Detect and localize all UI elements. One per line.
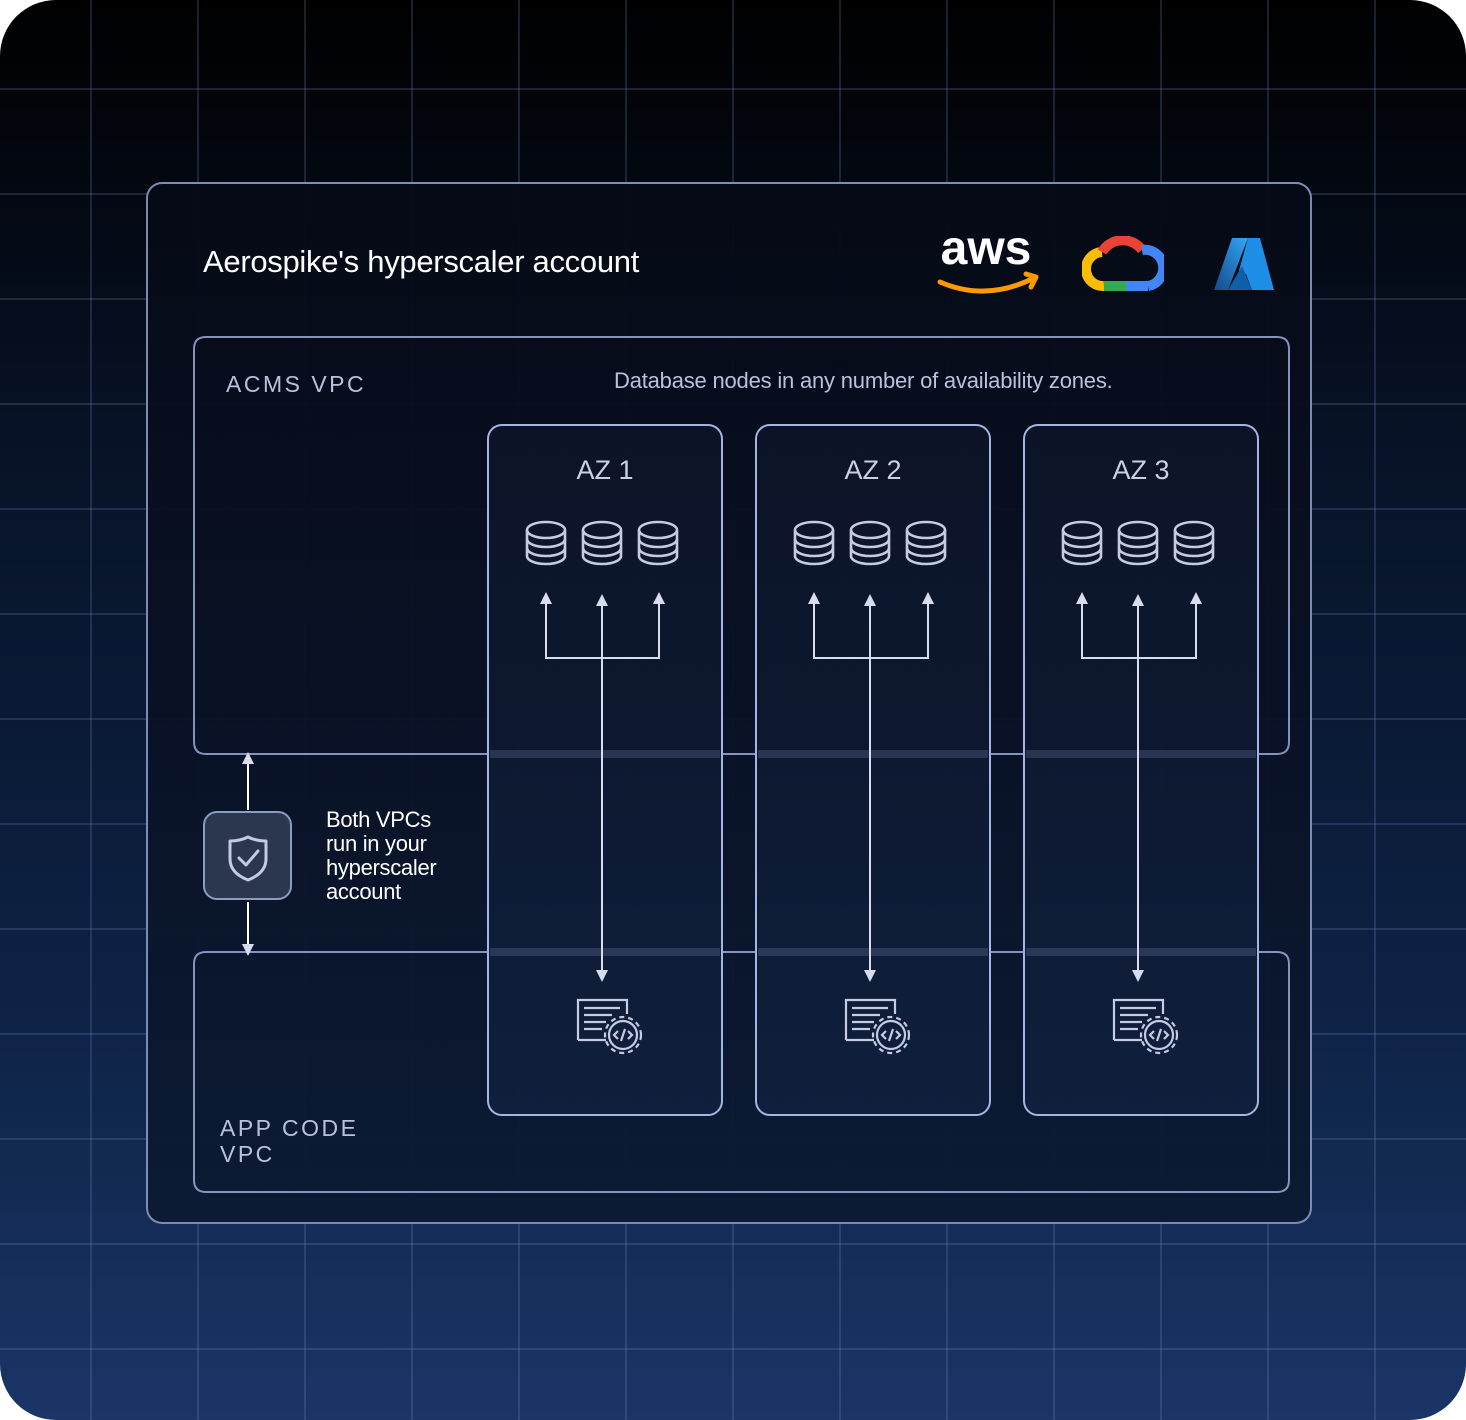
- app-code-vpc-label-line1: APP CODE: [220, 1115, 359, 1141]
- vpc-note-line3: hyperscaler: [326, 855, 437, 880]
- aws-wordmark: aws: [941, 226, 1032, 275]
- zone-title-3: AZ 3: [1112, 455, 1170, 485]
- vpc-note: Both VPCs run in your hyperscaler accoun…: [326, 808, 476, 904]
- azure-logo: [1214, 238, 1274, 290]
- google-cloud-logo: [1082, 236, 1164, 291]
- vpc-note-line4: account: [326, 879, 401, 904]
- security-badge: [203, 811, 292, 900]
- zone-3-app-icon: [1112, 998, 1179, 1055]
- database-icon: [793, 520, 835, 566]
- zone-3-connectors: [1076, 592, 1202, 982]
- database-icon: [525, 520, 567, 566]
- database-icon: [849, 520, 891, 566]
- vpc-note-line2: run in your: [326, 831, 427, 856]
- database-icon: [1117, 520, 1159, 566]
- zone-column-2: [755, 424, 991, 1116]
- database-icon: [581, 520, 623, 566]
- zone-1-app-icon: [576, 998, 643, 1055]
- vpc-note-line1: Both VPCs: [326, 807, 431, 832]
- database-icon: [1061, 520, 1103, 566]
- zone-title-1: AZ 1: [576, 455, 634, 485]
- app-code-vpc-label: APP CODE VPC: [220, 1115, 358, 1167]
- shield-check-icon: [228, 835, 268, 882]
- code-document-icon: [576, 998, 643, 1055]
- app-code-vpc-box: [193, 951, 1290, 1193]
- account-title: Aerospike's hyperscaler account: [203, 244, 640, 279]
- availability-zones-caption: Database nodes in any number of availabi…: [614, 368, 1113, 393]
- database-icon: [637, 520, 679, 566]
- zone-1-databases: [525, 520, 679, 566]
- zone-1-connectors: [540, 592, 665, 982]
- zone-3-databases: [1061, 520, 1215, 566]
- zone-2-connectors: [808, 592, 934, 982]
- aws-logo: aws: [937, 226, 1039, 294]
- zone-title-2: AZ 2: [844, 455, 902, 485]
- zone-column-3: [1023, 424, 1259, 1116]
- code-document-icon: [1112, 998, 1179, 1055]
- code-document-icon: [844, 998, 911, 1055]
- database-icon: [905, 520, 947, 566]
- zone-2-databases: [793, 520, 947, 566]
- database-icon: [1173, 520, 1215, 566]
- zone-column-1: [487, 424, 723, 1116]
- acms-vpc-box: [193, 336, 1290, 755]
- zone-2-app-icon: [844, 998, 911, 1055]
- app-code-vpc-label-line2: VPC: [220, 1141, 275, 1167]
- acms-vpc-label: ACMS VPC: [226, 371, 367, 397]
